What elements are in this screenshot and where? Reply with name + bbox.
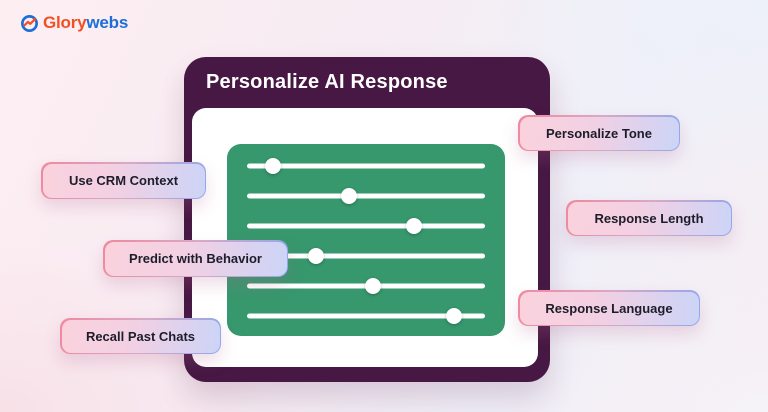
callout-response-language: Response Language bbox=[518, 290, 700, 326]
slider-track[interactable] bbox=[247, 163, 485, 169]
card-title: Personalize AI Response bbox=[206, 71, 448, 93]
logo-text-glory: Glory bbox=[43, 13, 87, 32]
callout-predict-with-behavior: Predict with Behavior bbox=[103, 240, 288, 277]
slider-4[interactable] bbox=[247, 241, 485, 271]
slider-track[interactable] bbox=[247, 223, 485, 229]
callout-label: Response Length bbox=[567, 201, 731, 235]
slider-2[interactable] bbox=[247, 181, 485, 211]
growth-arrow-circle-icon bbox=[21, 14, 38, 32]
callout-label: Personalize Tone bbox=[519, 116, 679, 150]
slider-track[interactable] bbox=[247, 253, 485, 259]
slider-6[interactable] bbox=[247, 301, 485, 331]
slider-track[interactable] bbox=[247, 313, 485, 319]
slider-track[interactable] bbox=[247, 193, 485, 199]
personalize-ai-card: Personalize AI Response bbox=[184, 57, 550, 382]
slider-knob[interactable] bbox=[405, 218, 422, 234]
slider-knob[interactable] bbox=[265, 158, 282, 174]
slider-knob[interactable] bbox=[308, 248, 325, 264]
slider-3[interactable] bbox=[247, 211, 485, 241]
slider-1[interactable] bbox=[247, 151, 485, 181]
callout-label: Use CRM Context bbox=[42, 163, 205, 198]
callout-response-length: Response Length bbox=[566, 200, 732, 236]
slider-knob[interactable] bbox=[446, 308, 463, 324]
slider-5[interactable] bbox=[247, 271, 485, 301]
logo-wordmark: Glorywebs bbox=[43, 13, 128, 33]
card-body bbox=[192, 108, 538, 367]
logo-text-webs: webs bbox=[86, 13, 129, 32]
glorywebs-logo: Glorywebs bbox=[20, 13, 128, 33]
callout-label: Recall Past Chats bbox=[61, 319, 220, 353]
callout-label: Response Language bbox=[519, 291, 699, 325]
slider-knob[interactable] bbox=[365, 278, 382, 294]
callout-recall-past-chats: Recall Past Chats bbox=[60, 318, 221, 354]
slider-knob[interactable] bbox=[341, 188, 358, 204]
callout-personalize-tone: Personalize Tone bbox=[518, 115, 680, 151]
callout-label: Predict with Behavior bbox=[104, 241, 287, 276]
callout-use-crm-context: Use CRM Context bbox=[41, 162, 206, 199]
